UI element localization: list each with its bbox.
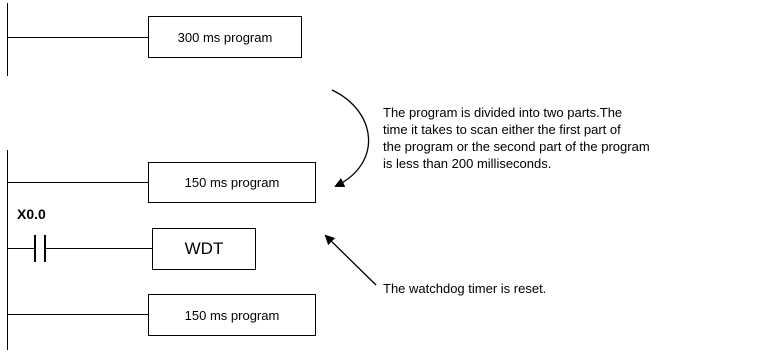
top-program-block: 300 ms program [148, 16, 302, 58]
top-program-label: 300 ms program [177, 29, 273, 45]
reset-note: The watchdog timer is reset. [383, 281, 547, 296]
wdt-block: WDT [152, 228, 256, 270]
bottom-rung-wire [7, 314, 148, 315]
bottom-program-block: 150 ms program [148, 294, 316, 336]
division-note: The program is divided into two parts.Th… [383, 104, 650, 172]
wdt-rung-wire-left [7, 248, 34, 249]
wdt-rung-wire-right [46, 248, 152, 249]
division-note-line: The program is divided into two parts.Th… [383, 105, 623, 120]
division-note-line: is less than 200 milliseconds. [383, 156, 552, 171]
middle-program-label: 150 ms program [184, 175, 280, 190]
division-curved-arrow [331, 89, 370, 188]
top-rung-wire [7, 37, 148, 38]
contact-left-plate [34, 235, 36, 262]
division-note-line: the program or the second part of the pr… [383, 139, 650, 154]
top-power-rail [7, 3, 8, 76]
bottom-program-label: 150 ms program [184, 307, 280, 323]
middle-rung-wire [7, 182, 148, 183]
reset-pointer-arrow [324, 234, 377, 286]
wdt-label: WDT [184, 239, 224, 258]
middle-program-block: 150 ms program [148, 162, 316, 203]
division-note-line: time it takes to scan either the first p… [383, 122, 621, 137]
contact-right-plate [44, 235, 46, 262]
bottom-power-rail [7, 150, 8, 350]
contact-x0-0-label: X0.0 [17, 206, 46, 222]
